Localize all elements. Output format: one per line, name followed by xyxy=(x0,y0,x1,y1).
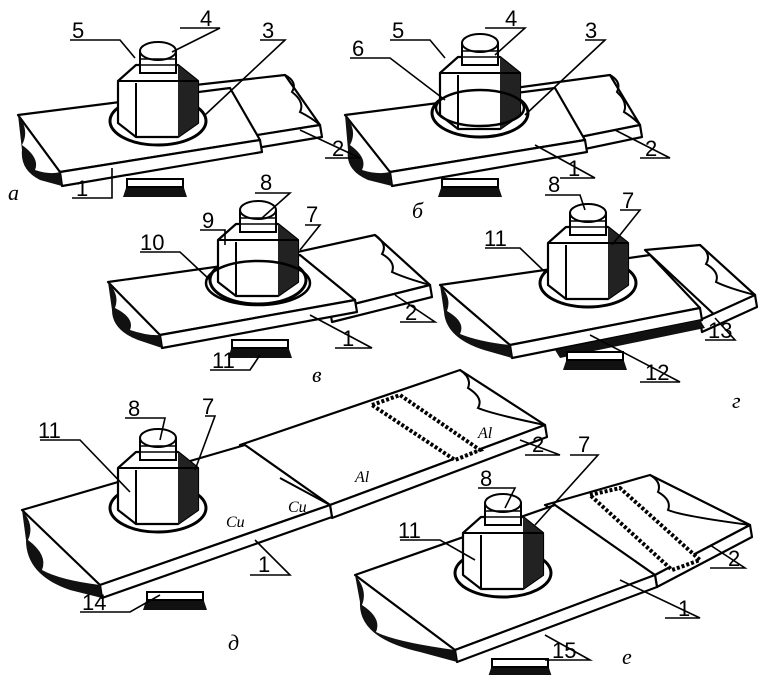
label-v-9: 9 xyxy=(202,208,214,233)
label-e-8: 8 xyxy=(480,466,492,491)
label-a-3: 3 xyxy=(262,18,274,43)
nut-assembly xyxy=(108,40,208,147)
label-b-4: 4 xyxy=(505,6,517,31)
material-al-1: Al xyxy=(354,469,370,486)
label-b-3: 3 xyxy=(585,18,597,43)
label-g-11: 11 xyxy=(484,226,507,251)
label-b-2: 2 xyxy=(645,136,657,161)
panel-letter-b: б xyxy=(412,198,424,223)
label-d-14: 14 xyxy=(82,590,106,615)
label-a-1: 1 xyxy=(76,176,88,201)
leader-lines xyxy=(40,27,748,661)
label-a-2: 2 xyxy=(332,136,344,161)
label-g-7: 7 xyxy=(622,188,634,213)
label-a-4: 4 xyxy=(200,6,212,31)
label-g-8: 8 xyxy=(548,172,560,197)
label-a-5: 5 xyxy=(72,18,84,43)
label-v-10: 10 xyxy=(140,230,164,255)
panel-letter-d: д xyxy=(228,630,239,655)
panel-e xyxy=(353,473,754,675)
label-b-5: 5 xyxy=(392,18,404,43)
label-e-2: 2 xyxy=(728,546,740,571)
panel-letter-g: г xyxy=(732,388,741,413)
label-b-6: 6 xyxy=(352,36,364,61)
panel-v xyxy=(106,199,434,359)
label-g-13: 13 xyxy=(708,318,732,343)
label-v-8: 8 xyxy=(260,170,272,195)
material-al-2: Al xyxy=(477,425,493,442)
label-v-11: 11 xyxy=(212,348,235,373)
label-texts: 5 4 3 2 1 а 5 4 6 3 1 2 б 8 9 7 10 1 2 1… xyxy=(8,6,741,669)
label-g-12: 12 xyxy=(645,360,669,385)
label-d-2: 2 xyxy=(532,432,544,457)
label-e-15: 15 xyxy=(552,638,576,663)
label-e-7: 7 xyxy=(578,432,590,457)
label-v-1: 1 xyxy=(342,326,354,351)
material-cu-1: Cu xyxy=(226,514,245,531)
label-e-11: 11 xyxy=(398,518,421,543)
panel-letter-v: в xyxy=(312,362,322,387)
label-d-7: 7 xyxy=(202,394,214,419)
panel-a xyxy=(16,40,324,198)
panel-letter-a: а xyxy=(8,180,19,205)
label-d-8: 8 xyxy=(128,396,140,421)
panel-g xyxy=(438,202,759,371)
label-v-7: 7 xyxy=(306,202,318,227)
panel-d: Cu Cu Al Al xyxy=(20,368,549,611)
label-v-2: 2 xyxy=(405,300,417,325)
panel-b xyxy=(343,32,644,198)
label-b-1: 1 xyxy=(568,156,580,181)
panel-letter-e: е xyxy=(622,644,632,669)
label-e-1: 1 xyxy=(678,596,690,621)
label-d-1: 1 xyxy=(258,552,270,577)
label-d-11: 11 xyxy=(38,418,61,443)
material-cu-2: Cu xyxy=(288,499,307,516)
